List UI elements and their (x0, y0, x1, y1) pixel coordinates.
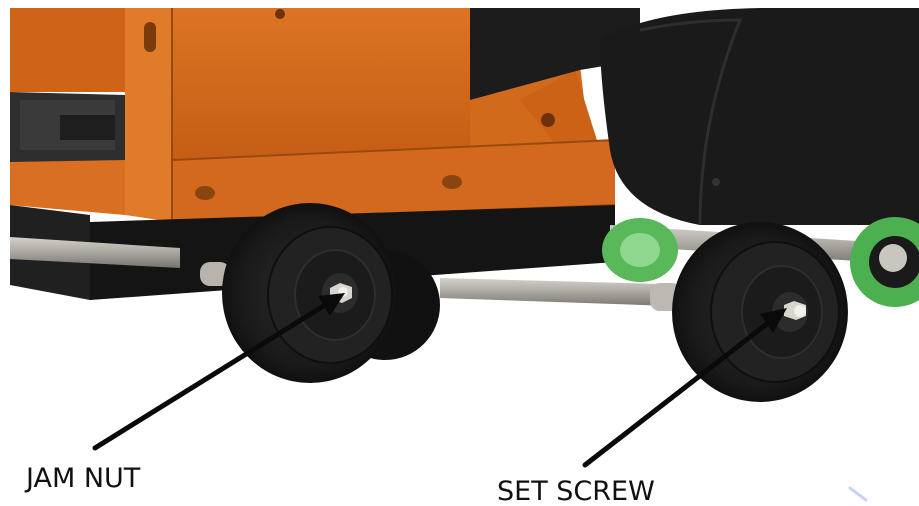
rear-dark-panel (470, 8, 640, 100)
jam-nut-label: JAM NUT (26, 463, 141, 494)
left-internal-structure (10, 92, 125, 162)
set-screw-label: SET SCREW (497, 476, 655, 506)
black-fender (600, 8, 919, 226)
set-screw-arrow (582, 308, 787, 468)
green-bearings (602, 217, 919, 307)
jam-nut-arrow (92, 293, 345, 451)
corner-mark (848, 486, 868, 502)
